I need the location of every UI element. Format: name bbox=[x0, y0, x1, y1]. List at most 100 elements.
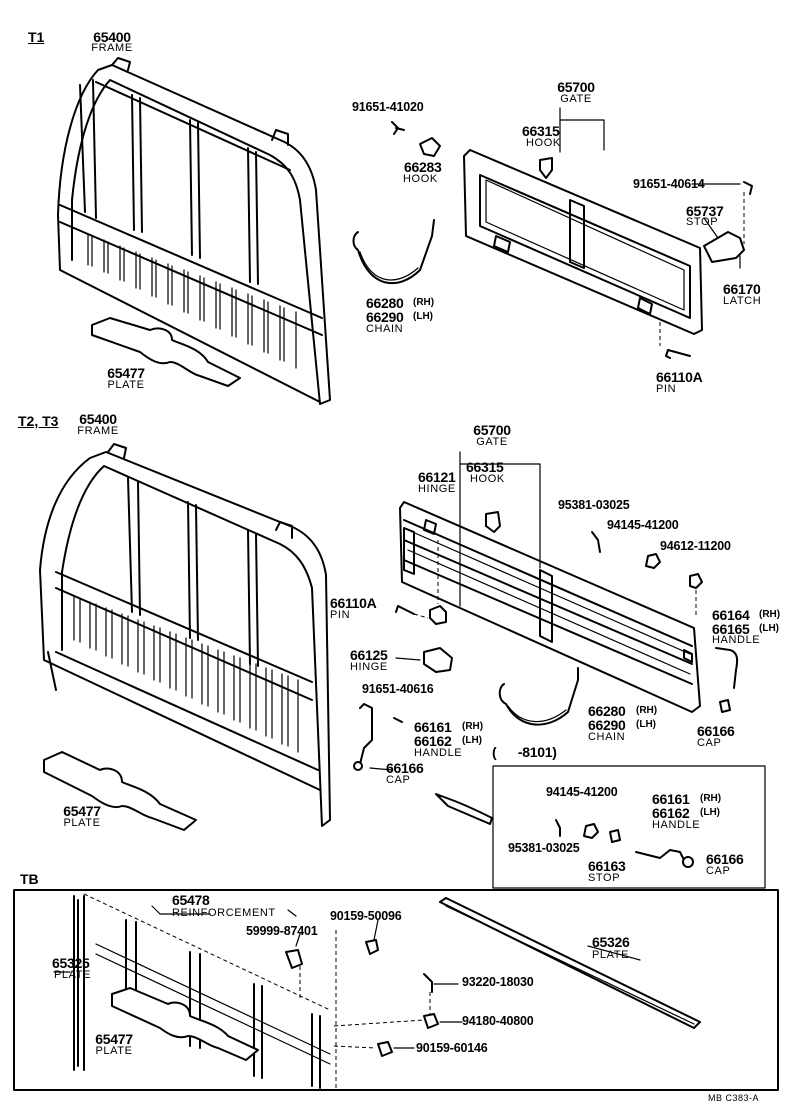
t2-handle-l-drawing bbox=[353, 703, 403, 771]
t1-gate-hook-drawing bbox=[539, 157, 553, 179]
tb-reinf-name: REINFORCEMENT bbox=[172, 907, 276, 919]
t2-plate-num: 65477 bbox=[63, 803, 101, 819]
inset-handle-sfx-lh: (LH) bbox=[700, 807, 720, 818]
t1-gate-name: GATE bbox=[560, 93, 592, 105]
t2-hinge1-drawing bbox=[429, 540, 447, 625]
t2-hook-num: 66315 bbox=[466, 459, 504, 475]
t1-plate-drawing bbox=[91, 317, 241, 387]
t2-range-label: ( -8101) bbox=[492, 744, 557, 760]
t2-hinge2-drawing bbox=[423, 647, 453, 673]
t2-handle-r-drawing bbox=[715, 647, 739, 689]
tb-n94180-num: 94180-40800 bbox=[462, 1014, 534, 1028]
t2-pin-drawing bbox=[395, 605, 429, 619]
t1-chain-num-lh: 66290 bbox=[366, 309, 404, 325]
t2-gate-num: 65700 bbox=[473, 422, 511, 438]
tb-plate77-name: PLATE bbox=[95, 1045, 133, 1057]
tb-b90159a-num: 90159-50096 bbox=[330, 909, 402, 923]
t1-chain-num-rh: 66280 bbox=[366, 295, 404, 311]
t2-handle-r-sfx-lh: (LH) bbox=[759, 623, 779, 634]
leader-lines bbox=[53, 107, 741, 1049]
t2-handle-r-num-rh: 66164 bbox=[712, 607, 750, 623]
t1-chain-drawing bbox=[352, 219, 435, 284]
tb-plate25-num: 65325 bbox=[52, 955, 90, 971]
t2-frame-drawing bbox=[39, 443, 331, 827]
t2-handle-l-sfx-lh: (LH) bbox=[462, 735, 482, 746]
section-tb-label: TB bbox=[20, 871, 39, 887]
t2-hinge2-name: HINGE bbox=[350, 661, 388, 673]
tb-plate26-name: PLATE bbox=[592, 949, 630, 961]
t2-hook-name: HOOK bbox=[470, 473, 505, 485]
inset-handle-num-lh: 66162 bbox=[652, 805, 690, 821]
t2-pin95-num: 95381-03025 bbox=[558, 498, 630, 512]
t2-cap-r-name: CAP bbox=[697, 737, 722, 749]
t2-handle-l-num-rh: 66161 bbox=[414, 719, 452, 735]
tb-b90159b-num: 90159-60146 bbox=[416, 1041, 488, 1055]
t2-gate-drawing bbox=[399, 501, 701, 713]
t1-pin-num: 66110A bbox=[656, 369, 703, 385]
t2-bolt-num: 91651-40616 bbox=[362, 682, 434, 696]
tb-plate77-drawing bbox=[111, 987, 259, 1061]
inset-arrow bbox=[435, 793, 493, 825]
t1-plate-name: PLATE bbox=[107, 379, 145, 391]
t2-nut94-num: 94612-11200 bbox=[660, 539, 731, 553]
inset-pin95-num: 95381-03025 bbox=[508, 841, 580, 855]
t2-plate-name: PLATE bbox=[63, 817, 101, 829]
tb-plate25-name: PLATE bbox=[54, 969, 92, 981]
t1-hook-drawing bbox=[419, 137, 441, 157]
t2-chain-name: CHAIN bbox=[588, 731, 626, 743]
t1-frame-num: 65400 bbox=[93, 29, 131, 45]
t2-cap-r-drawing bbox=[719, 699, 731, 713]
t2-chain-num-lh: 66290 bbox=[588, 717, 626, 733]
section-t2t3-label: T2, T3 bbox=[18, 413, 59, 429]
t1-hook-name: HOOK bbox=[403, 173, 438, 185]
t1-hook-num: 66283 bbox=[404, 159, 442, 175]
tb-plate77-num: 65477 bbox=[95, 1031, 133, 1047]
t1-pin-drawing bbox=[659, 322, 691, 359]
t1-gate-drawing bbox=[463, 149, 703, 335]
inset-cap-num: 66166 bbox=[706, 851, 744, 867]
inset-parts-drawing bbox=[555, 819, 694, 868]
t2-pin-num: 66110A bbox=[330, 595, 377, 611]
t2-hinge2-num: 66125 bbox=[350, 647, 388, 663]
tb-p59999-num: 59999-87401 bbox=[246, 924, 318, 938]
tb-plate26-drawing bbox=[439, 897, 701, 1029]
t1-bolt-drawing bbox=[391, 121, 405, 135]
t2-hinge1-num: 66121 bbox=[418, 469, 456, 485]
inset-handle-sfx-rh: (RH) bbox=[700, 793, 722, 804]
inset-handle-num-rh: 66161 bbox=[652, 791, 690, 807]
t2-cap-l-name: CAP bbox=[386, 774, 411, 786]
t1-chain-name: CHAIN bbox=[366, 323, 404, 335]
t2-chain-num-rh: 66280 bbox=[588, 703, 626, 719]
tb-fasteners-drawing bbox=[285, 939, 439, 1057]
tb-reinforcement-drawing bbox=[73, 893, 337, 1090]
t2-cap-l-num: 66166 bbox=[386, 760, 424, 776]
inset-stop-name: STOP bbox=[588, 872, 621, 884]
t2-chain-sfx-lh: (LH) bbox=[636, 719, 656, 730]
t2-gate-name: GATE bbox=[476, 436, 508, 448]
t2-handle-r-sfx-rh: (RH) bbox=[759, 609, 781, 620]
t2-handle-l-name: HANDLE bbox=[414, 747, 463, 759]
t1-stop-num: 65737 bbox=[686, 203, 724, 219]
t2-frame-num: 65400 bbox=[79, 411, 117, 427]
inset-handle-name: HANDLE bbox=[652, 819, 701, 831]
t1-latch-drawing bbox=[703, 181, 753, 263]
t2-cap-r-num: 66166 bbox=[697, 723, 735, 739]
t2-chain-drawing bbox=[498, 667, 579, 726]
t2-handle-l-sfx-rh: (RH) bbox=[462, 721, 484, 732]
t1-chain-sfx-rh: (RH) bbox=[413, 297, 435, 308]
inset-box bbox=[492, 765, 766, 889]
t1-frame-drawing bbox=[57, 57, 331, 405]
t1-stop-name: STOP bbox=[686, 216, 719, 228]
t1-chain-sfx-lh: (LH) bbox=[413, 311, 433, 322]
tb-box bbox=[13, 889, 779, 1091]
t1-bolt-num: 91651-41020 bbox=[352, 100, 424, 114]
tb-s93220-num: 93220-18030 bbox=[462, 975, 534, 989]
footer-code: MB C383-A bbox=[708, 1093, 760, 1103]
inset-cap-name: CAP bbox=[706, 865, 731, 877]
tb-plate26-num: 65326 bbox=[592, 934, 630, 950]
t2-handle-r-num-lh: 66165 bbox=[712, 621, 750, 637]
t2-handle-l-num-lh: 66162 bbox=[414, 733, 452, 749]
tb-reinf-num: 65478 bbox=[172, 892, 210, 908]
t2-pin-name: PIN bbox=[330, 609, 351, 621]
